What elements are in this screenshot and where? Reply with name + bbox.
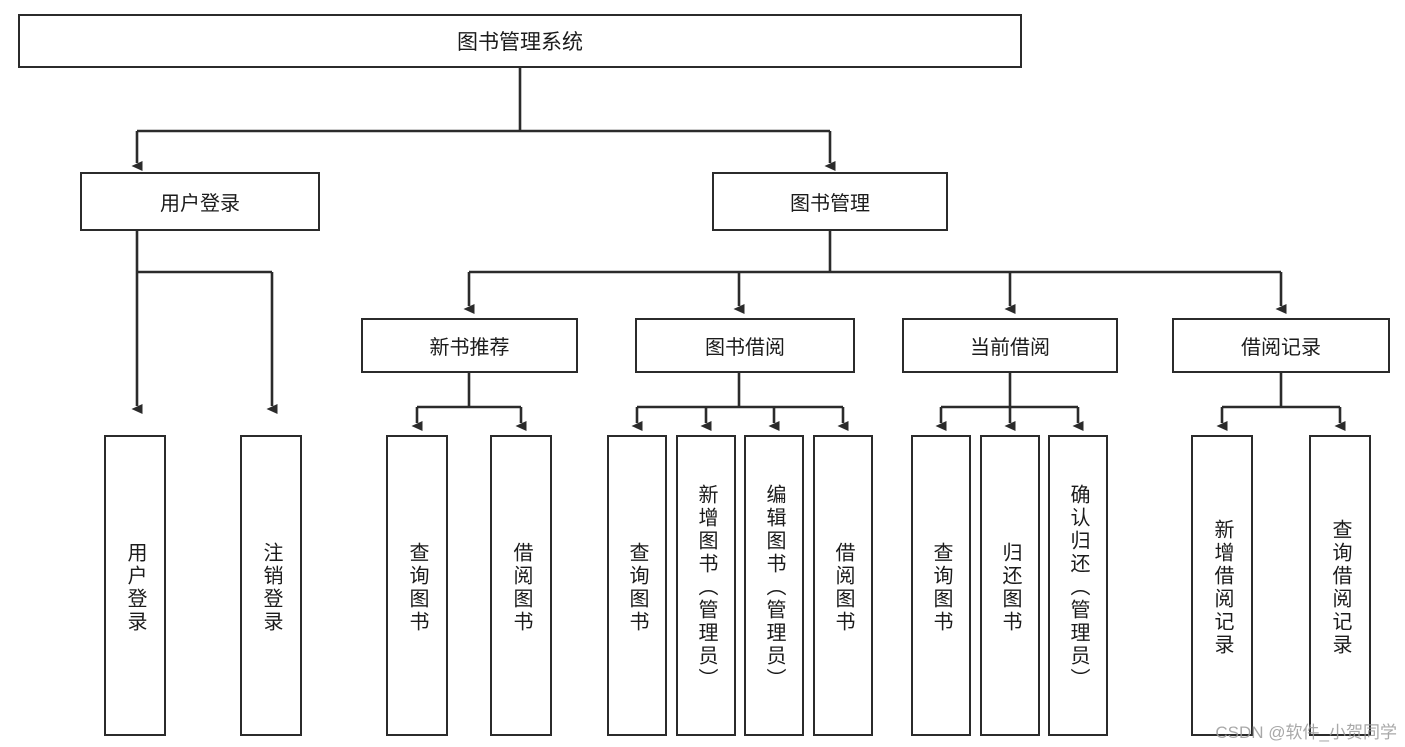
- leaf-confirm-return[interactable]: 确认归还（管理员）: [1048, 435, 1108, 736]
- leaf-query-record[interactable]: 查询借阅记录: [1309, 435, 1371, 736]
- leaf-borrow-book-2-label: 借阅图书: [832, 541, 854, 634]
- leaf-add-record-label: 新增借阅记录: [1211, 518, 1233, 657]
- node-current-borrow-label: 当前借阅: [970, 337, 1050, 359]
- node-borrow-records-label: 借阅记录: [1241, 337, 1321, 359]
- leaf-borrow-book-1-label: 借阅图书: [510, 541, 532, 634]
- leaf-logout[interactable]: 注销登录: [240, 435, 302, 736]
- csdn-watermark: CSDN @软件_小贺同学: [1215, 723, 1397, 742]
- leaf-query-book-1-label: 查询图书: [406, 541, 428, 634]
- leaf-edit-book-label: 编辑图书（管理员）: [763, 484, 785, 691]
- node-user-login[interactable]: 用户登录: [80, 172, 320, 231]
- leaf-user-login-label: 用户登录: [124, 541, 146, 634]
- leaf-return-book[interactable]: 归还图书: [980, 435, 1040, 736]
- leaf-query-book-3-label: 查询图书: [930, 541, 952, 634]
- leaf-add-record[interactable]: 新增借阅记录: [1191, 435, 1253, 736]
- leaf-query-book-2-label: 查询图书: [626, 541, 648, 634]
- leaf-add-book[interactable]: 新增图书（管理员）: [676, 435, 736, 736]
- node-book-management-label: 图书管理: [790, 193, 870, 215]
- leaf-confirm-return-label: 确认归还（管理员）: [1067, 484, 1089, 691]
- leaf-borrow-book-1[interactable]: 借阅图书: [490, 435, 552, 736]
- node-borrow-records[interactable]: 借阅记录: [1172, 318, 1390, 373]
- leaf-query-book-1[interactable]: 查询图书: [386, 435, 448, 736]
- node-new-book-recommend-label: 新书推荐: [429, 337, 510, 359]
- node-book-borrow[interactable]: 图书借阅: [635, 318, 855, 373]
- node-new-book-recommend[interactable]: 新书推荐: [361, 318, 578, 373]
- leaf-user-login[interactable]: 用户登录: [104, 435, 166, 736]
- node-root-label: 图书管理系统: [457, 31, 583, 54]
- leaf-edit-book[interactable]: 编辑图书（管理员）: [744, 435, 804, 736]
- leaf-query-record-label: 查询借阅记录: [1329, 518, 1351, 657]
- leaf-logout-label: 注销登录: [260, 541, 282, 634]
- node-book-borrow-label: 图书借阅: [705, 337, 785, 359]
- leaf-query-book-3[interactable]: 查询图书: [911, 435, 971, 736]
- leaf-query-book-2[interactable]: 查询图书: [607, 435, 667, 736]
- leaf-borrow-book-2[interactable]: 借阅图书: [813, 435, 873, 736]
- leaf-add-book-label: 新增图书（管理员）: [695, 484, 717, 691]
- leaf-return-book-label: 归还图书: [999, 541, 1021, 634]
- node-root[interactable]: 图书管理系统: [18, 14, 1022, 68]
- node-current-borrow[interactable]: 当前借阅: [902, 318, 1118, 373]
- node-book-management[interactable]: 图书管理: [712, 172, 948, 231]
- node-user-login-label: 用户登录: [160, 193, 240, 215]
